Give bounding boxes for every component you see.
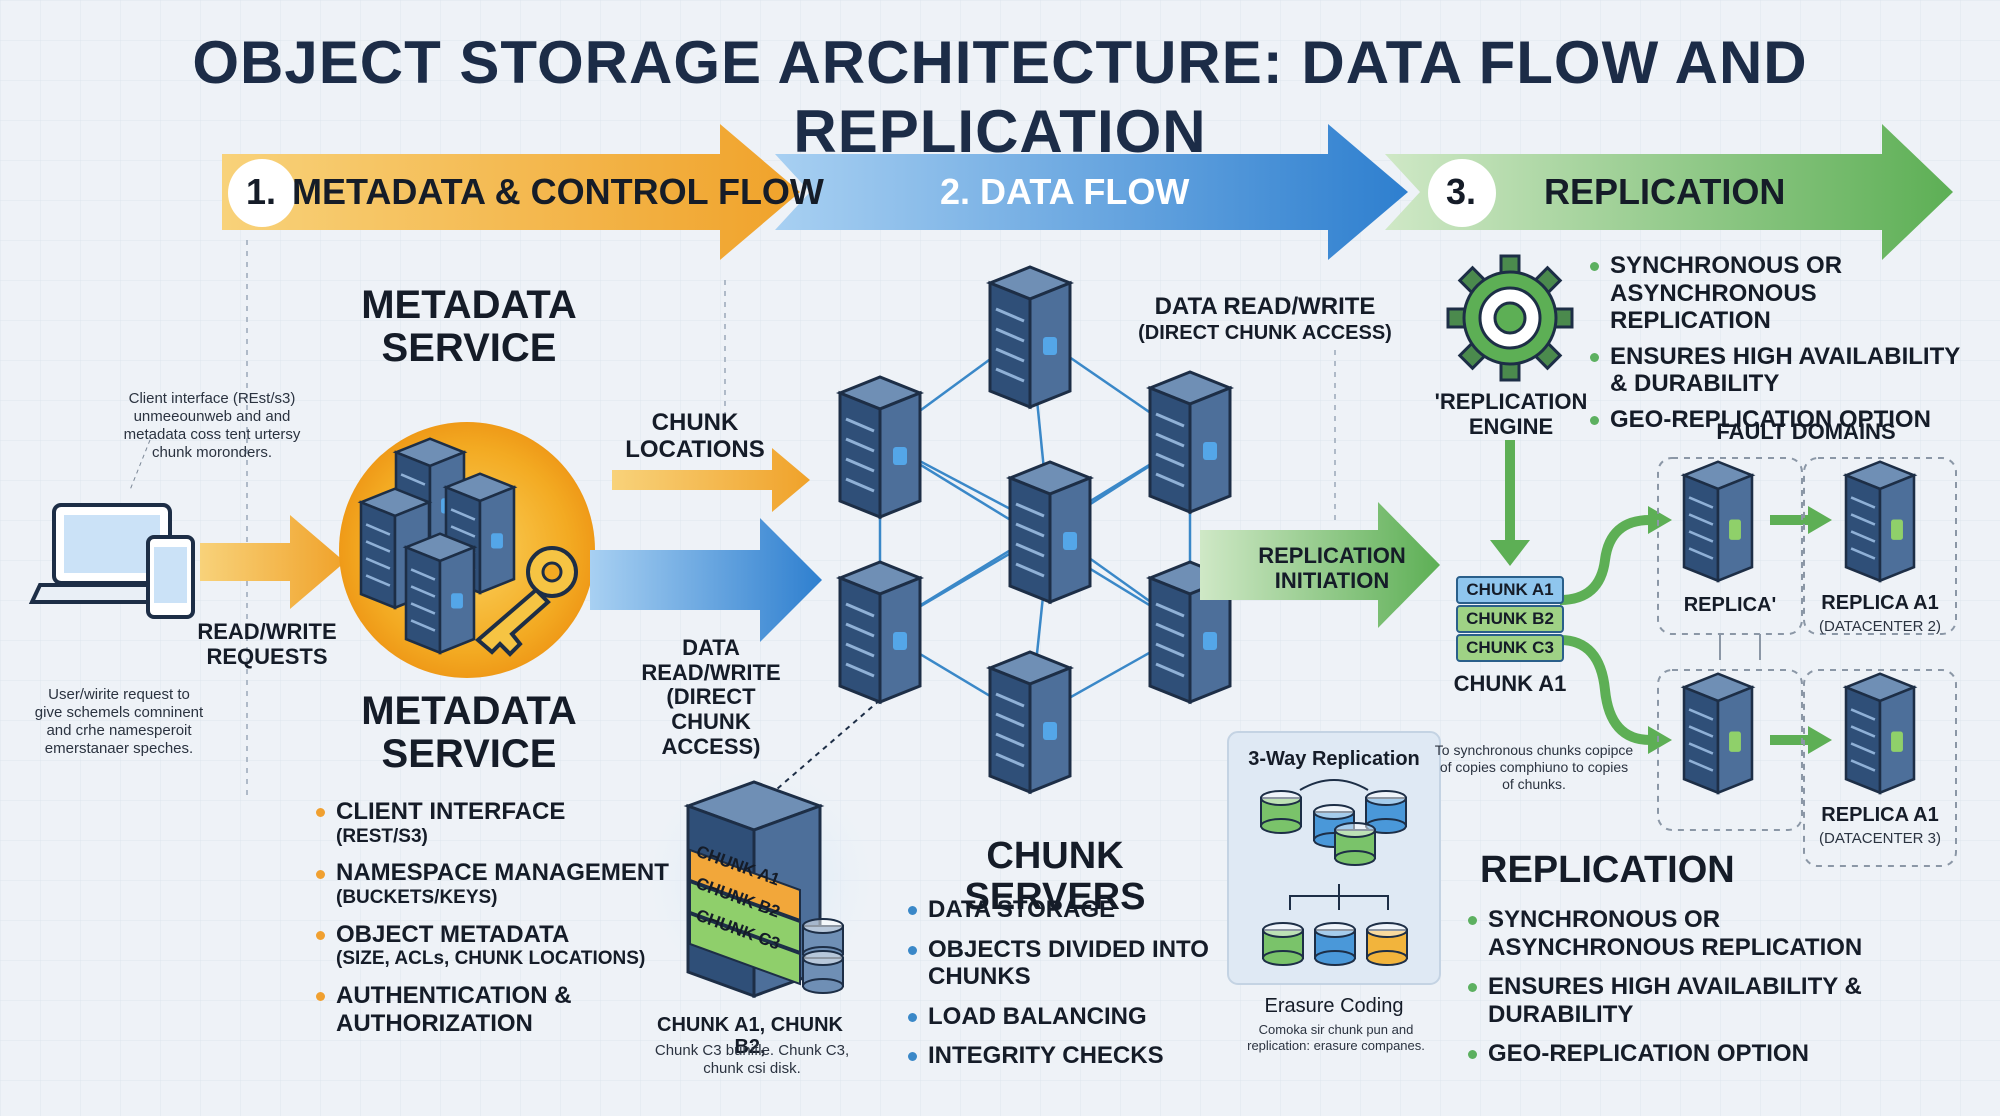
replication-engine-feature-item: GEO-REPLICATION OPTION [1588,406,1968,434]
chunk-detail-server-icon [683,780,844,999]
fault-domain-boxes [1657,457,1957,867]
stage-arrow-data [775,124,1408,260]
stage-number-badge-3 [1428,159,1496,227]
direct-chunk-access-label: (DIRECT CHUNK ACCESS) [1138,322,1392,344]
stage-3-label: REPLICATION [1544,171,1786,212]
replication-summary-feature-list: SYNCHRONOUS OR ASYNCHRONOUS REPLICATION … [1466,906,1866,1080]
metadata-service-icon [339,422,595,678]
chunk-server-node [988,650,1072,794]
chunk-server-feature-item: INTEGRITY CHECKS [906,1042,1216,1070]
stack-chunk-b2: CHUNK B2 [1456,605,1564,633]
replication-engine-feature-item: SYNCHRONOUS OR ASYNCHRONOUS REPLICATION [1588,252,1968,335]
chunk-server-feature-item: OBJECTS DIVIDED INTO CHUNKS [906,936,1216,991]
client-interface-note: Client interface (REst/s3) unmeeounweb a… [123,390,301,461]
page-title: OBJECT STORAGE ARCHITECTURE: DATA FLOW A… [192,29,1808,165]
read-write-requests-label: READ/WRITE REQUESTS [197,619,337,669]
replica-a1-dc3-label: REPLICA A1 [1821,804,1939,826]
three-way-replication-icon [1260,779,1407,866]
stage-1-label: METADATA & CONTROL FLOW [292,171,824,212]
three-way-replication-title: 3-Way Replication [1248,748,1420,770]
replication-summary-title: REPLICATION [1480,849,1735,891]
replica-a1-dc2-datacenter: (DATACENTER 2) [1819,618,1941,635]
replication-engine-feature-item: ENSURES HIGH AVAILABILITY & DURABILITY [1588,343,1968,398]
replica-a1-dc2-label: REPLICA A1 [1821,592,1939,614]
replication-initiation-label: REPLICATION INITIATION [1258,543,1406,593]
chunk-detail-caption: CHUNK A1, CHUNK B2, [657,1014,843,1059]
replica-label: REPLICA' [1683,594,1777,616]
stage-3-number: 3. [1446,171,1477,212]
chunk-server-node [838,375,922,519]
metadata-service-title-top: METADATA SERVICE [361,283,577,371]
metadata-feature-item: NAMESPACE MANAGEMENT(BUCKETS/KEYS) [314,859,674,908]
stage-number-badge-1 [228,159,296,227]
data-read-write-top-label: DATA READ/WRITE [1154,293,1376,320]
client-devices-icon [28,503,196,619]
replica-server-dc3 [1844,672,1916,794]
stage-arrow-metadata [222,124,800,260]
metadata-feature-list: CLIENT INTERFACE(REST/S3) NAMESPACE MANA… [314,798,674,1050]
stage-1-number: 1. [246,171,277,212]
replication-summary-feature-item: ENSURES HIGH AVAILABILITY & DURABILITY [1466,973,1866,1028]
replica-a1-dc3-datacenter: (DATACENTER 3) [1819,830,1941,847]
stack-chunk-a1: CHUNK A1 [1456,576,1564,604]
chunk-server-nodes [838,265,1232,794]
data-read-write-label: DATA READ/WRITE (DIRECT CHUNK ACCESS) [641,635,781,759]
metadata-feature-item: OBJECT METADATA(SIZE, ACLs, CHUNK LOCATI… [314,921,674,970]
chunk-server-feature-list: DATA STORAGE OBJECTS DIVIDED INTO CHUNKS… [906,896,1216,1082]
gear-icon [1446,254,1574,382]
chunk-servers-title: CHUNK SERVERS [964,835,1146,919]
chunk-server-node [1008,460,1092,604]
replication-engine-label: 'REPLICATION ENGINE [1434,389,1588,439]
key-icon [474,546,578,657]
metadata-feature-item: CLIENT INTERFACE(REST/S3) [314,798,674,847]
chunk-server-feature-item: DATA STORAGE [906,896,1216,924]
chunk-detail-note: Chunk C3 bunifle. Chunk C3, chunk csi di… [654,1042,850,1077]
chunk-locations-label: CHUNK LOCATIONS [625,409,765,463]
chunk-locations-arrow [612,448,810,512]
replication-engine-feature-list: SYNCHRONOUS OR ASYNCHRONOUS REPLICATION … [1588,252,1968,446]
erasure-coding-icon [1262,884,1408,966]
chunk-server-node [988,265,1072,409]
metadata-service-title-bottom: METADATA SERVICE [361,689,577,777]
replica-server-dc1b [1682,672,1754,794]
client-request-arrow [200,515,345,609]
data-read-write-arrow [590,518,822,642]
replication-summary-feature-item: GEO-REPLICATION OPTION [1466,1040,1866,1068]
chunk-server-node [838,560,922,704]
chunk-server-feature-item: LOAD BALANCING [906,1003,1216,1031]
stage-banner [222,124,1953,260]
stage-arrow-replication [1385,124,1953,260]
chunk-server-node [1148,370,1232,514]
erasure-coding-title: Erasure Coding [1264,995,1404,1017]
client-request-note: User/wirite request to give schemels com… [34,686,204,757]
sync-copies-note: To synchronous chunks copipce of copies … [1434,742,1634,792]
engine-down-arrow [1490,440,1530,566]
replica-server [1682,460,1754,582]
metadata-feature-item: AUTHENTICATION &AUTHORIZATION [314,982,674,1037]
fault-domains-title: FAULT DOMAINS [1716,419,1896,444]
stack-chunk-c3: CHUNK C3 [1456,634,1564,662]
erasure-coding-note: Comoka sir chunk pun and replication: er… [1247,1022,1425,1053]
replication-summary-feature-item: SYNCHRONOUS OR ASYNCHRONOUS REPLICATION [1466,906,1866,961]
stage-2-label: 2. DATA FLOW [940,171,1190,212]
replica-server-dc2 [1844,460,1916,582]
replication-initiation-arrow [1200,502,1440,628]
chunk-stack-caption: CHUNK A1 [1453,671,1567,696]
